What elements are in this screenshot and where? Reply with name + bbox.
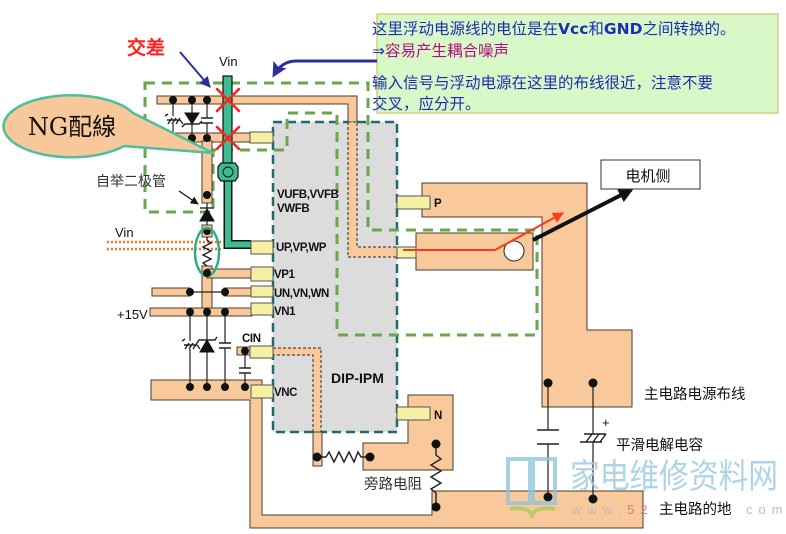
bypass-resistor-icon [429,444,443,507]
cross-mark-icon [215,125,241,151]
pin-cin [249,345,274,359]
ng-wiring-callout: NG配線 [2,94,214,159]
varistor-icon [181,338,201,350]
pin-label-vnc: VNC [274,387,297,399]
plus15v-label: +15V [117,307,148,322]
pin-label-vp1: VP1 [274,269,296,281]
pin-un-vn-wn [250,285,274,298]
pin-label-vfb-1: VUFB,VVFB [277,189,339,201]
note-line-1-part: 和 [588,20,604,38]
cin-filter-resistor-icon [317,450,370,464]
note-line-1-vcc: Vcc [558,20,588,38]
output-current-path-arrow [403,212,564,251]
note-line-2-text: 容易产生耦合噪声 [385,42,509,60]
ipm-pins [249,131,431,421]
bootstrap-diode-icon [199,208,215,222]
pin-up-vp-wp [250,240,274,255]
implies-arrow-icon: ⇒ [372,42,385,60]
pin-p [396,195,431,210]
crossing-pointer-arrow [179,51,211,88]
vin-input-signal-line [107,240,222,251]
control-supply-filter [181,288,251,391]
dip-ipm-package [271,120,399,434]
cross-mark-icon [215,87,241,113]
watermark-url-www: www. [571,502,627,517]
watermark-site-name: 家电维修资料网 [570,457,778,497]
pin-label-up-vp-wp: UP,VP,WP [276,242,327,254]
zener-diode-icon [184,112,200,125]
capacitor-polarity-label: + [602,415,610,430]
motor-terminal-hole [503,240,525,262]
pin-label-vn1: VN1 [274,306,296,318]
bypass-resistor-label: 旁路电阻 [364,476,422,493]
labels: 交差 Vin 自举二极管 Vin +15V VUFB,VVFB VWFB UP,… [96,36,746,493]
ng-wiring-label: NG配線 [28,113,116,141]
floating-supply-trace [156,95,358,123]
note-line-1: 这里浮动电源线的电位是在Vcc和GND之间转换的。 [372,20,735,38]
control-ground-vnc-trace [150,379,644,529]
pin-label-n: N [434,410,442,422]
via-icon [222,166,234,178]
note-line-2: ⇒容易产生耦合噪声 [372,42,509,60]
pin-n [396,406,431,421]
motor-side-label: 电机侧 [625,167,670,185]
note-line-3: 输入信号与浮动电源在这里的布线很近，注意不要 [372,73,713,92]
capacitor-icon [201,117,213,124]
main-power-wiring-label: 主电路电源布线 [644,386,746,403]
smoothing-capacitors: + [537,378,610,504]
electrolytic-capacitor-icon [580,433,607,443]
pin-vfb [249,131,274,144]
crossing-marks [215,87,241,151]
note-box-background [376,13,779,114]
bootstrap-diode-label: 自举二极管 [96,174,166,190]
crossing-label: 交差 [127,36,165,59]
cin-trace-out [312,431,323,467]
vin-signal-trace [217,75,251,249]
watermark-url: www.52 [571,502,654,517]
pin-label-un-vn-wn: UN,VN,WN [274,288,329,300]
ipm-name-label: DIP-IPM [331,370,384,386]
un-trace-left [151,287,191,297]
note-line-1-part: 之间转换的。 [642,20,735,38]
p-terminal-main-power-trace [421,182,633,408]
film-capacitor-icon [537,429,559,445]
cin-capacitor-icon [239,367,251,374]
floating-supply-trace-under-ipm [347,121,398,258]
note-box: 这里浮动电源线的电位是在Vcc和GND之间转换的。 ⇒容易产生耦合噪声 输入信号… [372,13,779,114]
plus15v-trace [149,307,253,317]
smoothing-capacitor-label: 平滑电解电容 [616,437,703,454]
watermark-url-num: 52 [627,502,653,517]
note-line-1-part: 这里浮动电源线的电位是在 [372,20,558,38]
vin-input-label: Vin [115,225,134,240]
callout-bubble [2,94,214,159]
note-pointer-arrow [272,59,377,78]
motor-side-box: 电机侧 [600,159,701,190]
pin-label-vfb-2: VWFB [277,203,309,215]
pin-label-cin: CIN [242,333,261,345]
pin-vnc [250,384,274,399]
shunt-resistor-circuit [312,439,443,512]
main-ground-label: 主电路的地 [659,501,732,518]
bootstrap-resistor-icon [201,237,213,267]
copper-traces [149,95,644,529]
vin-top-label: Vin [219,54,238,69]
note-line-1-gnd: GND [604,20,643,38]
pin-vn1 [250,302,274,316]
book-logo-icon [506,457,557,519]
capacitor-icon [219,342,231,349]
pin-label-p: P [434,198,442,210]
bootstrap-diode-pointer-arrow [178,190,199,205]
pin-vp1 [250,266,274,282]
bootstrap-diode-circuit [193,191,221,278]
watermark: 家电维修资料网 www.52 com [506,457,786,519]
zener-diode-icon [199,339,215,353]
watermark-url-tld: com [746,502,786,517]
pin-u-output [396,246,417,259]
note-line-4: 交叉，应分开。 [372,94,481,113]
varistor-icon [164,113,184,125]
motor-connection-arrow [532,188,634,242]
